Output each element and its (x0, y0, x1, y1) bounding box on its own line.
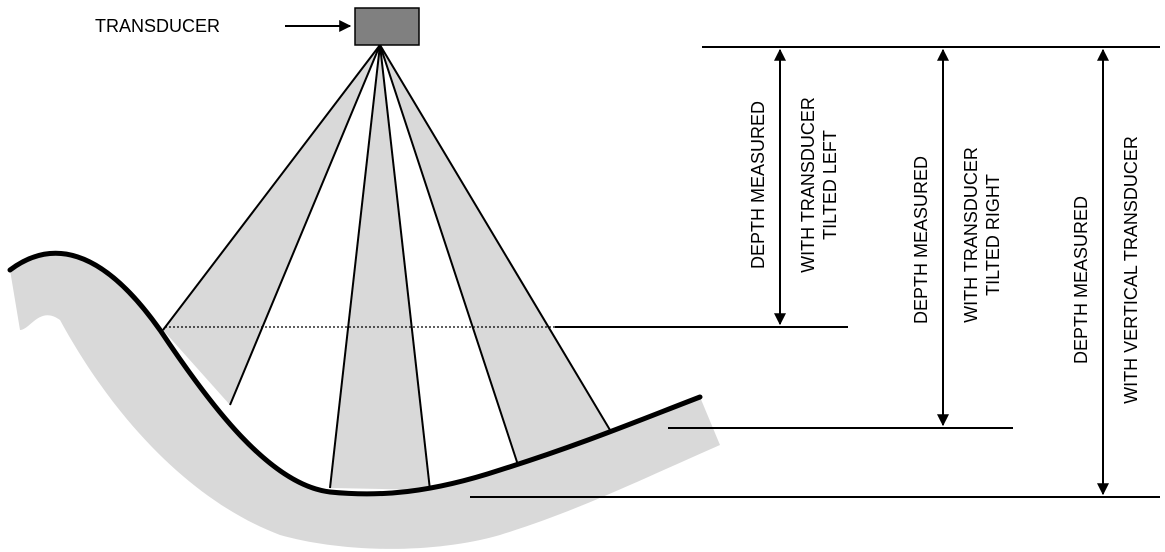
transducer-label: TRANSDUCER (95, 16, 220, 36)
vertical-line2: WITH VERTICAL TRANSDUCER (1121, 136, 1141, 404)
tilted-left-line1: DEPTH MEASURED (748, 101, 768, 269)
seabed-band (10, 253, 720, 549)
tilted-right-label-group: DEPTH MEASURED WITH TRANSDUCER TILTED RI… (911, 147, 1003, 324)
transducer-box (354, 7, 420, 46)
beam-sector-left (163, 45, 380, 405)
beam-sector-center (330, 45, 430, 490)
beam-sector-right (380, 45, 610, 465)
tilted-left-line3: TILTED LEFT (820, 130, 840, 240)
vertical-label-group: DEPTH MEASURED WITH VERTICAL TRANSDUCER (1071, 136, 1141, 404)
tilted-left-label-group: DEPTH MEASURED WITH TRANSDUCER TILTED LE… (748, 97, 840, 273)
reference-lines (470, 46, 1160, 498)
tilted-right-line2: WITH TRANSDUCER (961, 147, 981, 323)
vertical-line1: DEPTH MEASURED (1071, 196, 1091, 364)
tilted-right-line3: TILTED RIGHT (983, 174, 1003, 296)
seabed-line (7, 250, 703, 497)
tilted-left-line2: WITH TRANSDUCER (798, 97, 818, 273)
beam-lines (162, 44, 611, 491)
tilted-right-line1: DEPTH MEASURED (911, 156, 931, 324)
